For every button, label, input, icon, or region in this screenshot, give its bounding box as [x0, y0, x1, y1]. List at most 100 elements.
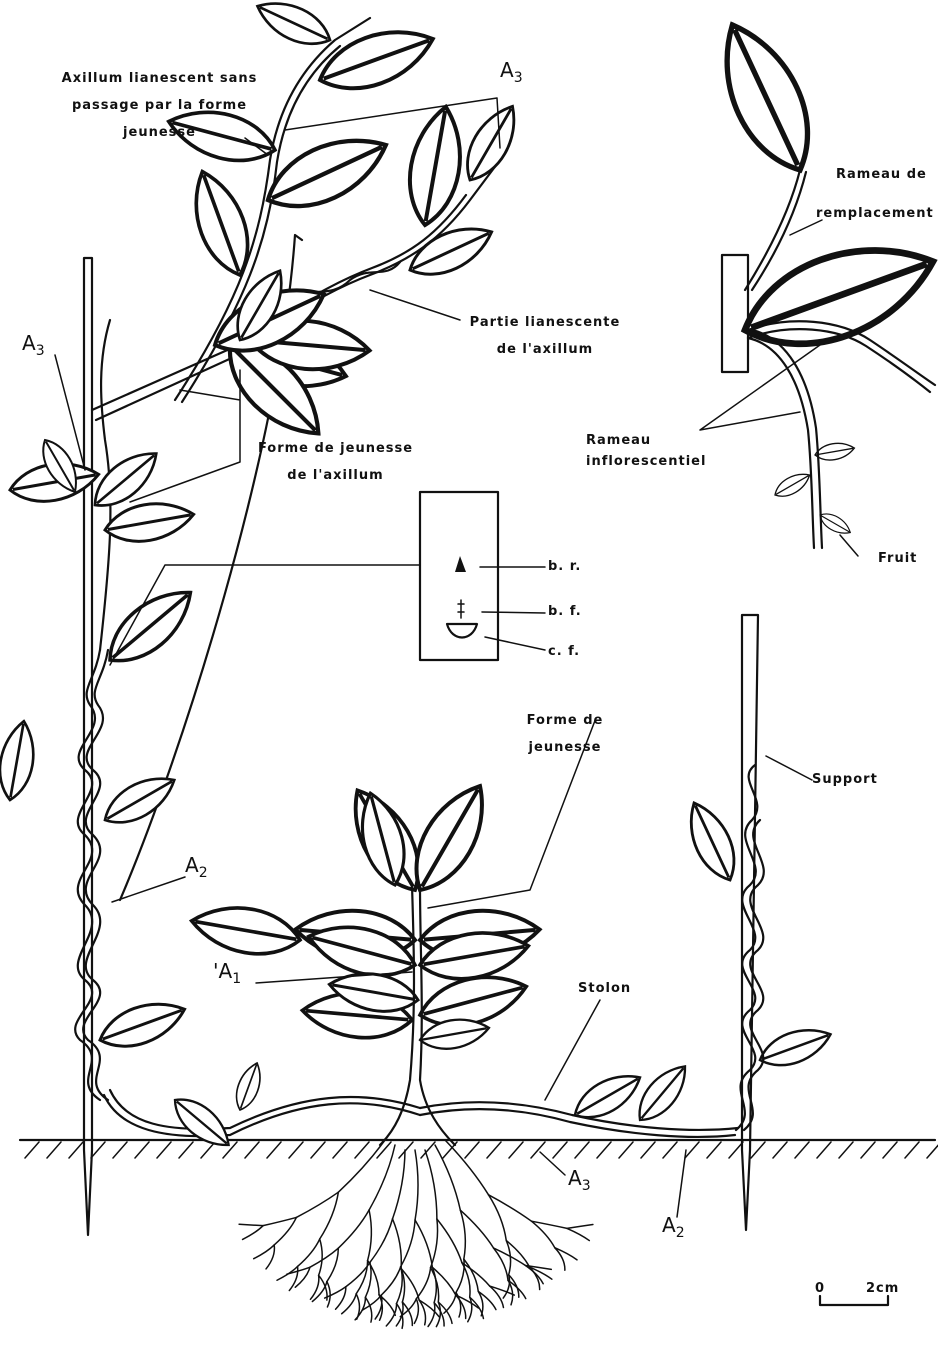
ground-hatch-mark: [311, 1142, 325, 1158]
leaf: [814, 440, 856, 463]
label-subscript: 3: [514, 70, 523, 86]
root-segment: [319, 1239, 323, 1275]
ground-hatch-mark: [707, 1142, 721, 1158]
root-segment: [489, 1195, 532, 1221]
scale-label-zero: 0: [815, 1280, 825, 1297]
ground-hatch-mark: [157, 1142, 171, 1158]
ground-hatch-mark: [839, 1142, 853, 1158]
label-a3-bottom: A3: [568, 1170, 591, 1195]
root-segment: [478, 1291, 496, 1309]
root-segment: [365, 1297, 371, 1322]
label-text: Support: [812, 772, 878, 787]
root-segment: [508, 1280, 526, 1298]
ground-hatch-mark: [905, 1142, 919, 1158]
label-line: Rameau: [586, 432, 706, 449]
ground-hatch-mark: [883, 1142, 897, 1158]
label-rameau-inflorescentiel: Rameau inflorescentiel: [586, 432, 706, 470]
root-segment: [381, 1267, 400, 1295]
label-support: Support: [812, 771, 878, 788]
label-forme-jeunesse: Forme de jeunesse: [510, 712, 620, 756]
label-line: jeunesse: [32, 124, 287, 141]
ground-hatch-mark: [465, 1142, 479, 1158]
label-a3-left: A3: [22, 335, 45, 360]
ground-hatch-mark: [355, 1142, 369, 1158]
root-segment: [393, 1150, 405, 1219]
label-line: Axillum lianescent sans: [32, 70, 287, 87]
leaf: [188, 899, 304, 961]
ground-hatch-mark: [751, 1142, 765, 1158]
label-cf: c. f.: [548, 643, 580, 660]
label-line: Rameau de: [836, 167, 927, 182]
ground-hatch-mark: [289, 1142, 303, 1158]
leaf: [401, 103, 469, 230]
root-segment: [243, 1226, 263, 1240]
leaf: [231, 1060, 267, 1114]
ground-hatch-mark: [421, 1142, 435, 1158]
root-segment: [437, 1219, 462, 1263]
label-line: inflorescentiel: [586, 453, 706, 470]
root-segment: [416, 1268, 430, 1299]
ground-hatch-mark: [69, 1142, 83, 1158]
label-text: c. f.: [548, 644, 580, 659]
label-line: jeunesse: [510, 739, 620, 756]
root-segment: [567, 1228, 589, 1240]
leaf: [182, 164, 261, 282]
label-rameau-remplacement-1: Rameau de: [836, 166, 927, 183]
leaves-group: [0, 0, 938, 1156]
label-subscript: 1: [232, 971, 241, 987]
ground-hatch-mark: [509, 1142, 523, 1158]
ground-hatch-mark: [47, 1142, 61, 1158]
right-climbing-stem: [736, 765, 764, 1130]
label-partie-lianescente: Partie lianescente de l'axillum: [455, 314, 635, 358]
root-segment: [419, 1300, 439, 1317]
label-text: Stolon: [578, 981, 631, 996]
root-segment: [368, 1210, 372, 1260]
label-a2-left: A2: [185, 857, 208, 882]
label-letter: A: [22, 331, 36, 355]
leaf: [97, 766, 182, 834]
ground-hatch-mark: [135, 1142, 149, 1158]
root-segment: [425, 1150, 437, 1219]
ground-hatch-mark: [927, 1142, 938, 1158]
leaf: [679, 796, 746, 887]
root-segment: [464, 1259, 478, 1291]
ground-hatch-mark: [113, 1142, 127, 1158]
root-segment: [254, 1245, 274, 1259]
root-segment: [506, 1241, 510, 1275]
leaf: [455, 98, 527, 189]
label-bf: b. f.: [548, 603, 582, 620]
ground-hatch-mark: [245, 1142, 259, 1158]
label-br: b. r.: [548, 558, 581, 575]
label-line: de l'axillum: [248, 467, 423, 484]
label-letter: A: [662, 1213, 676, 1237]
label-line: Forme de: [510, 712, 620, 729]
leaf: [568, 1065, 648, 1128]
label-letter: A: [500, 58, 514, 82]
inset-top-right: [700, 170, 935, 548]
label-line: passage par la forme: [32, 97, 287, 114]
root-segment: [415, 1220, 432, 1267]
label-text: Fruit: [878, 551, 917, 566]
bud-inset-box: [420, 492, 498, 660]
leaf: [166, 1089, 238, 1155]
ground-line: [20, 1140, 938, 1158]
root-segment: [393, 1219, 402, 1269]
leaf: [703, 11, 829, 183]
root-segment: [368, 1260, 379, 1294]
ground-hatch-mark: [179, 1142, 193, 1158]
ground-hatch-mark: [861, 1142, 875, 1158]
label-text: b. r.: [548, 559, 581, 574]
ground-hatch-mark: [399, 1142, 413, 1158]
leaf: [755, 1020, 836, 1074]
label-subscript: 3: [36, 343, 45, 359]
label-a1: 'A1: [213, 963, 241, 988]
root-segment: [338, 1210, 369, 1248]
root-segment: [263, 1217, 296, 1225]
scale-bar: [820, 1296, 888, 1305]
label-axillum-lianescent: Axillum lianescent sans passage par la f…: [32, 70, 287, 141]
label-a2-bottom: A2: [662, 1217, 685, 1242]
root-segment: [415, 1150, 418, 1220]
root-segment: [370, 1219, 393, 1262]
